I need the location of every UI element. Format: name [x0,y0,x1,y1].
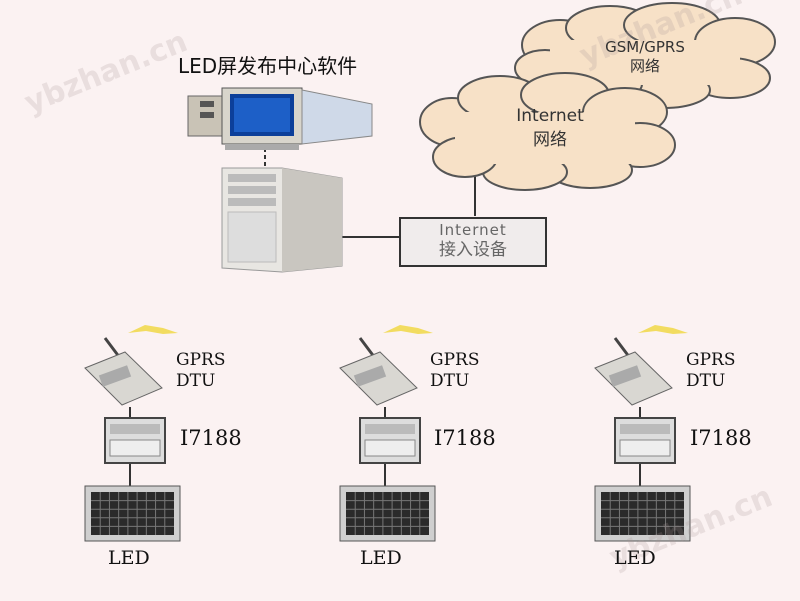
internet-cloud-line2: 网络 [533,130,567,150]
gsm-cloud-label: GSM/GPRS 网络 [570,38,720,76]
access-device-label: Internet 接入设备 [400,220,546,260]
internet-cloud [419,72,676,191]
node-1-equipment [84,325,181,542]
dtu-label: DTU [176,371,216,391]
node-1-led-label: LED [108,547,150,569]
gprs-label: GPRS [686,350,736,370]
gsm-gprs-cloud [514,2,776,109]
connector-lines [129,148,641,486]
server-tower [221,167,343,273]
node-3-dtu-label: GPRS DTU [686,350,735,392]
lightning-icon [638,325,688,334]
led-panel-grids [91,492,684,535]
internet-access-device [399,217,547,267]
internet-cloud-line1: Internet [516,106,584,126]
node-2-equipment [339,325,436,542]
node-1-i7188-label: I7188 [180,426,242,450]
node-1-dtu-label: GPRS DTU [176,350,225,392]
access-device-line2: 接入设备 [439,240,507,260]
gsm-cloud-line2: 网络 [629,57,660,75]
gprs-label: GPRS [176,350,226,370]
node-3-equipment [594,325,691,542]
dtu-label: DTU [686,371,726,391]
node-3-i7188-label: I7188 [690,426,752,450]
dtu-label: DTU [430,371,470,391]
lightning-icon [383,325,433,334]
node-3-led-label: LED [614,547,656,569]
gprs-label: GPRS [430,350,480,370]
node-2-led-label: LED [360,547,402,569]
access-device-line1: Internet [439,221,507,239]
computer-monitor [187,87,373,150]
page-title: LED屏发布中心软件 [178,54,358,78]
gsm-cloud-line1: GSM/GPRS [605,38,685,56]
internet-cloud-label: Internet 网络 [475,104,625,152]
lightning-icon [128,325,178,334]
node-2-i7188-label: I7188 [434,426,496,450]
node-2-dtu-label: GPRS DTU [430,350,479,392]
